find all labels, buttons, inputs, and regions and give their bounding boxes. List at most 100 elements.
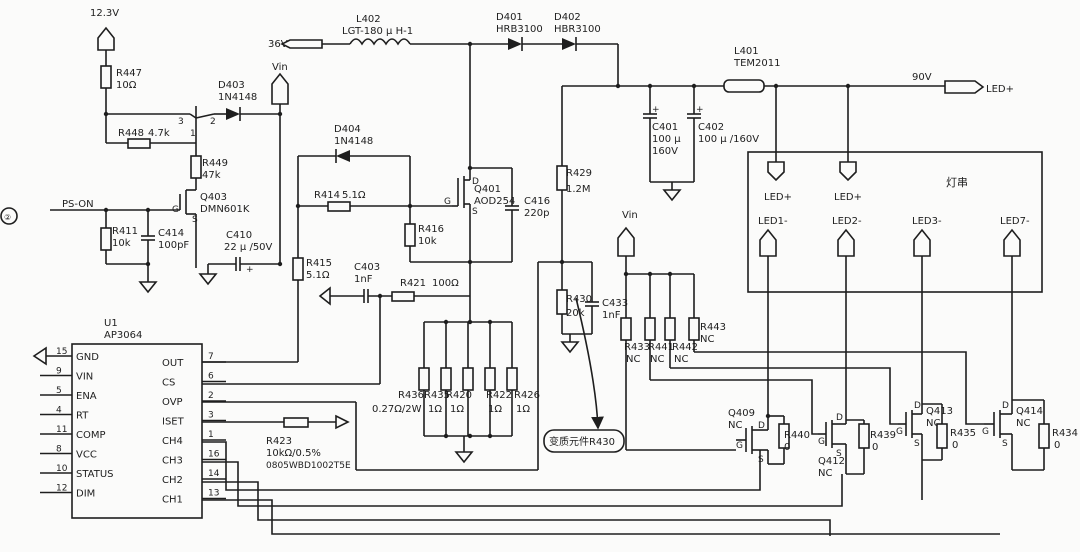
svg-text:D: D xyxy=(472,177,479,187)
svg-text:5.1Ω: 5.1Ω xyxy=(306,270,330,281)
svg-text:100 μ /160V: 100 μ /160V xyxy=(698,134,759,145)
transistor-pnp: 3 2 1 xyxy=(106,106,216,143)
svg-text:NC: NC xyxy=(674,354,688,365)
ic-pin-number: 2 xyxy=(208,391,214,401)
svg-text:灯串: 灯串 xyxy=(946,176,968,189)
svg-text:D: D xyxy=(836,413,843,423)
svg-text:S: S xyxy=(836,449,842,459)
svg-text:0: 0 xyxy=(784,442,790,453)
net-vin-left: Vin xyxy=(271,62,289,264)
mosfet-q412: Q412 NC G D S xyxy=(818,413,847,479)
capacitor-c416: C416 220p xyxy=(470,167,550,262)
svg-text:LED1-: LED1- xyxy=(758,216,788,227)
svg-text:1.2M: 1.2M xyxy=(566,184,591,195)
svg-text:1Ω: 1Ω xyxy=(516,404,530,415)
resistor-r440: R440 0 xyxy=(768,415,810,465)
ic-pin-name: GND xyxy=(76,352,99,363)
resistor-r429: R429 1.2M xyxy=(556,165,592,290)
svg-text:C416: C416 xyxy=(524,196,550,207)
svg-text:10k: 10k xyxy=(112,238,131,249)
led-string-box: 灯串 xyxy=(747,151,1043,293)
svg-text:5.1Ω: 5.1Ω xyxy=(342,190,366,201)
svg-text:NC: NC xyxy=(650,354,664,365)
svg-text:AOD254: AOD254 xyxy=(474,196,515,207)
ic-pin-number: 6 xyxy=(208,372,214,382)
svg-text:LED3-: LED3- xyxy=(912,216,942,227)
svg-text:C414: C414 xyxy=(158,228,184,239)
svg-text:G: G xyxy=(818,437,825,447)
ic-pin-number: 7 xyxy=(208,352,214,362)
svg-text:LED2-: LED2- xyxy=(832,216,862,227)
svg-text:D402: D402 xyxy=(554,12,581,23)
net-vin-right: Vin xyxy=(617,210,638,274)
resistor-r414: R414 5.1Ω xyxy=(298,190,452,212)
svg-text:C402: C402 xyxy=(698,122,724,133)
led2-minus: LED2- xyxy=(832,216,862,420)
ic-pin-number: 8 xyxy=(56,445,62,455)
resistor-r434: R434 0 xyxy=(1012,399,1078,471)
svg-text:R430: R430 xyxy=(566,294,592,305)
svg-text:R433: R433 xyxy=(624,342,650,353)
resistor-r436: R436 0.27Ω/2W xyxy=(372,322,430,436)
svg-text:C401: C401 xyxy=(652,122,678,133)
svg-text:D401: D401 xyxy=(496,12,523,23)
resistor-r433: R433 NC xyxy=(620,274,650,450)
ic-pin-number: 11 xyxy=(56,425,67,435)
ic-pin-name: CH2 xyxy=(162,475,183,486)
ic-pin-name: DIM xyxy=(76,489,95,500)
resistor-r447: R447 10Ω xyxy=(100,65,142,114)
capacitor-c402: + C402 100 μ /160V xyxy=(687,86,759,182)
led-plus-2: LED+ xyxy=(834,86,862,203)
svg-text:Q413: Q413 xyxy=(926,406,953,417)
svg-text:R421: R421 xyxy=(400,278,426,289)
svg-text:②: ② xyxy=(4,213,11,222)
ic-pin-number: 3 xyxy=(208,411,214,421)
diode-d403: D403 1N4148 xyxy=(214,80,280,121)
mosfet-q414: Q414 NC G D S xyxy=(982,400,1043,470)
svg-text:L402: L402 xyxy=(356,14,381,25)
svg-text:Q401: Q401 xyxy=(474,184,501,195)
svg-text:R423: R423 xyxy=(266,436,292,447)
ic-pin-name: CH4 xyxy=(162,436,183,447)
svg-text:R447: R447 xyxy=(116,68,142,79)
ground-symbol xyxy=(560,341,580,354)
failed-part-callout: 变质元件R430 xyxy=(543,297,625,453)
svg-text:20k: 20k xyxy=(566,308,585,319)
svg-text:10kΩ/0.5%: 10kΩ/0.5% xyxy=(266,448,321,459)
led-plus-1: LED+ xyxy=(764,86,792,203)
svg-text:LED7-: LED7- xyxy=(1000,216,1030,227)
svg-text:HBR3100: HBR3100 xyxy=(554,24,601,35)
inductor-l402: L402 LGT-180 μ H-1 xyxy=(342,14,508,46)
svg-text:G: G xyxy=(444,197,451,207)
resistor-r430: R430 20k xyxy=(556,289,592,334)
svg-text:1Ω: 1Ω xyxy=(428,404,442,415)
svg-text:0805WBD1002T5E: 0805WBD1002T5E xyxy=(266,461,351,471)
ic-pin-right: 6CS xyxy=(162,372,226,389)
mosfet-q401: Q401 AOD254 G D S xyxy=(444,44,515,262)
resistor-r443: R443 NC xyxy=(688,274,726,352)
svg-text:0: 0 xyxy=(872,442,878,453)
ic-pin-name: CS xyxy=(162,378,175,389)
svg-text:+: + xyxy=(652,105,660,115)
svg-text:22 μ /50V: 22 μ /50V xyxy=(224,242,273,253)
svg-text:Q409: Q409 xyxy=(728,408,755,419)
ic-pin-name: OVP xyxy=(162,397,183,408)
svg-text:3: 3 xyxy=(178,117,184,127)
svg-text:变质元件R430: 变质元件R430 xyxy=(549,435,615,448)
svg-text:LGT-180 μ H-1: LGT-180 μ H-1 xyxy=(342,26,413,37)
svg-text:C410: C410 xyxy=(226,230,252,241)
led3-minus: LED3- xyxy=(912,216,942,404)
svg-text:G: G xyxy=(896,427,903,437)
svg-text:Vin: Vin xyxy=(622,210,638,221)
svg-text:90V: 90V xyxy=(912,72,932,83)
svg-text:Q412: Q412 xyxy=(818,456,845,467)
svg-text:NC: NC xyxy=(700,334,714,345)
resistor-r442: R442 NC xyxy=(664,274,698,368)
svg-text:Vin: Vin xyxy=(272,62,288,73)
resistor-r416: R416 10k xyxy=(404,206,444,262)
svg-text:R416: R416 xyxy=(418,224,444,235)
ic-pin-name: COMP xyxy=(76,430,106,441)
